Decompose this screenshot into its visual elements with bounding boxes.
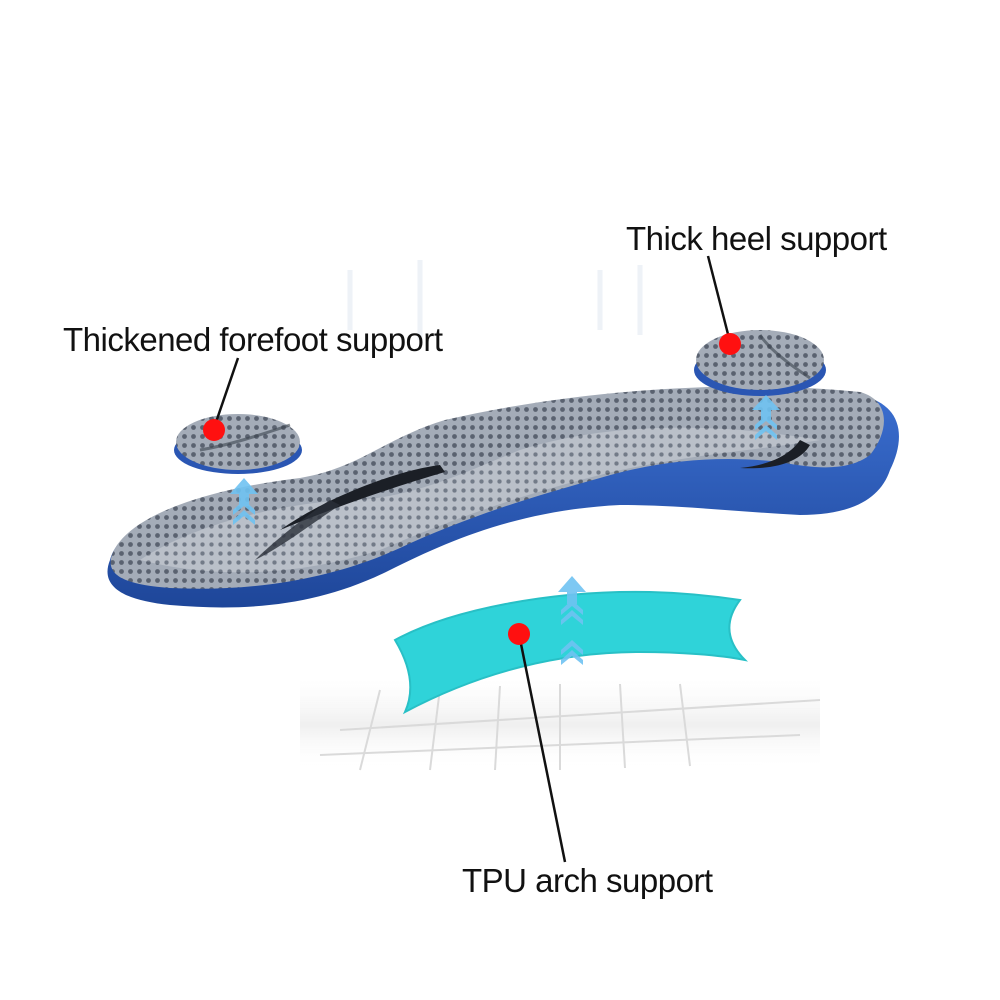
arch-callout-label: TPU arch support: [462, 862, 713, 899]
forefoot-callout-label: Thickened forefoot support: [63, 321, 443, 358]
arch-marker: [508, 623, 530, 645]
insole-center-light: [140, 427, 820, 573]
background-streaks: [347, 260, 643, 340]
floor-grid: [300, 680, 821, 771]
forefoot-leader-line: [212, 357, 240, 429]
heel-marker: [719, 333, 741, 355]
arch-leader-line: [517, 633, 567, 863]
arch-arrow-icon: [558, 576, 586, 665]
insole-swoosh-front: [280, 465, 445, 530]
heel-pad: [694, 330, 826, 396]
heel-callout-label: Thick heel support: [626, 220, 887, 257]
forefoot-pad: [174, 414, 302, 474]
forefoot-marker: [203, 419, 225, 441]
heel-arrow-icon: [752, 395, 780, 440]
forefoot-arrow-icon: [230, 478, 258, 525]
insole-swoosh-arch: [255, 500, 340, 560]
insole-swoosh-heel: [740, 440, 810, 469]
heel-leader-line: [706, 255, 732, 343]
